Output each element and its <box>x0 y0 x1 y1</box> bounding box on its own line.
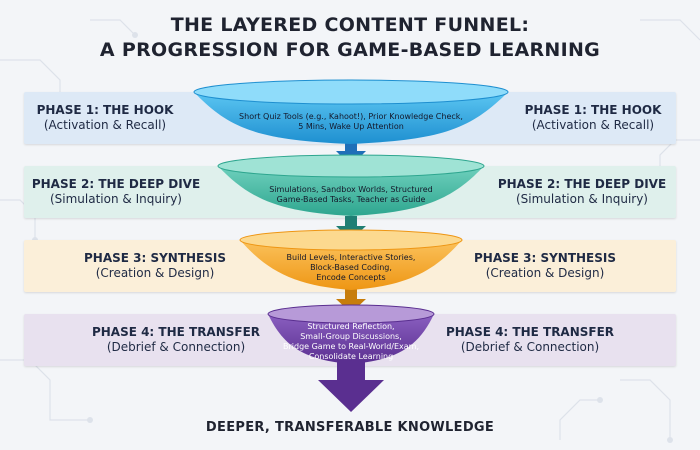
phase-3-left-title: PHASE 3: SYNTHESIS <box>83 251 227 265</box>
phase-1-content-line: 5 Mins, Wake Up Attention <box>298 122 404 131</box>
phase-3-content-line: Block-Based Coding, <box>310 263 392 272</box>
phase-3-right-label: PHASE 3: SYNTHESIS (Creation & Design) <box>470 251 620 281</box>
phase-4-right-label: PHASE 4: THE TRANSFER (Debrief & Connect… <box>440 325 620 355</box>
phase-4-right-subtitle: (Debrief & Connection) <box>460 340 600 354</box>
phase-2-right-label: PHASE 2: THE DEEP DIVE (Simulation & Inq… <box>492 177 672 207</box>
phase-2-content-line: Simulations, Sandbox Worlds, Structured <box>269 185 433 194</box>
phase-1-right-title: PHASE 1: THE HOOK <box>524 103 662 117</box>
phase-1-left-label: PHASE 1: THE HOOK (Activation & Recall) <box>30 103 180 133</box>
phase-3-content-line: Encode Concepts <box>316 273 386 282</box>
phase-4-content-line: Consolidate Learning <box>308 352 394 361</box>
phase-1-right-subtitle: (Activation & Recall) <box>531 118 655 132</box>
phase-4-right-title: PHASE 4: THE TRANSFER <box>445 325 615 339</box>
phase-4-content-line: Structured Reflection, <box>307 322 395 331</box>
phase-1-left-subtitle: (Activation & Recall) <box>43 118 167 132</box>
phase-2-left-label: PHASE 2: THE DEEP DIVE (Simulation & Inq… <box>26 177 206 207</box>
conclusion-label: DEEPER, TRANSFERABLE KNOWLEDGE <box>205 420 495 435</box>
phase-3-content: Build Levels, Interactive Stories, Block… <box>276 253 426 283</box>
phase-3-right-subtitle: (Creation & Design) <box>485 266 605 280</box>
phase-2-right-title: PHASE 2: THE DEEP DIVE <box>497 177 667 191</box>
phase-3-right-title: PHASE 3: SYNTHESIS <box>473 251 617 265</box>
phase-3-left-subtitle: (Creation & Design) <box>95 266 215 280</box>
phase-2-content: Simulations, Sandbox Worlds, Structured … <box>246 185 456 205</box>
funnel-stage-1 <box>193 79 509 144</box>
phase-2-left-subtitle: (Simulation & Inquiry) <box>49 192 182 206</box>
phase-2-content-line: Game-Based Tasks, Teacher as Guide <box>276 195 426 204</box>
phase-4-content: Structured Reflection, Small-Group Discu… <box>281 322 421 362</box>
phase-3-content-line: Build Levels, Interactive Stories, <box>286 253 416 262</box>
diagram-title-line2: A PROGRESSION FOR GAME-BASED LEARNING <box>99 39 601 61</box>
final-arrow <box>318 360 384 412</box>
phase-1-left-title: PHASE 1: THE HOOK <box>36 103 174 117</box>
funnel-stage-4 <box>267 304 435 364</box>
phase-1-right-label: PHASE 1: THE HOOK (Activation & Recall) <box>518 103 668 133</box>
phase-2-right-subtitle: (Simulation & Inquiry) <box>515 192 648 206</box>
phase-4-content-line: Bridge Game to Real-World/Exam, <box>282 342 419 351</box>
phase-4-left-subtitle: (Debrief & Connection) <box>106 340 246 354</box>
phase-4-left-label: PHASE 4: THE TRANSFER (Debrief & Connect… <box>86 325 266 355</box>
funnel-stage-3 <box>239 229 463 290</box>
funnel-stage-2 <box>217 154 485 216</box>
phase-3-left-label: PHASE 3: SYNTHESIS (Creation & Design) <box>80 251 230 281</box>
phase-1-content: Short Quiz Tools (e.g., Kahoot!), Prior … <box>226 112 476 132</box>
phase-4-left-title: PHASE 4: THE TRANSFER <box>91 325 261 339</box>
phase-4-content-line: Small-Group Discussions, <box>300 332 402 341</box>
phase-2-left-title: PHASE 2: THE DEEP DIVE <box>31 177 201 191</box>
diagram-title-line1: THE LAYERED CONTENT FUNNEL: <box>170 14 530 36</box>
phase-1-content-line: Short Quiz Tools (e.g., Kahoot!), Prior … <box>239 112 463 121</box>
